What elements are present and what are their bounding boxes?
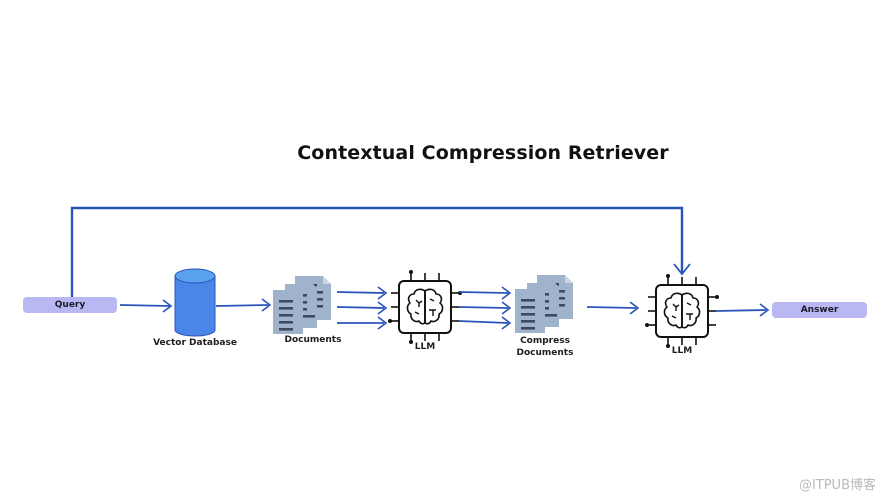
- compressed-document-stack-icon: [515, 275, 573, 333]
- diagram-title: Contextual Compression Retriever: [297, 142, 669, 164]
- query-node: Query: [23, 297, 117, 313]
- watermark: @ITPUB博客: [798, 478, 876, 493]
- compress-documents-label: Compress Documents: [500, 335, 590, 359]
- arrow-right-icon: [759, 303, 770, 317]
- arrow-right-icon: [162, 299, 173, 313]
- documents-label: Documents: [284, 335, 342, 345]
- llm-1-label: LLM: [414, 342, 436, 352]
- arrow-db-to-documents: [215, 304, 269, 307]
- compress-documents-line1: Compress: [520, 336, 570, 346]
- arrow-llm2-to-answer: [715, 309, 767, 312]
- arrowhead-down-icon: [673, 263, 691, 276]
- arrow-query-to-db: [119, 304, 171, 307]
- brain-chip-icon: [644, 273, 720, 349]
- vector-database-label: Vector Database: [153, 338, 237, 348]
- brain-chip-icon: [387, 269, 463, 345]
- query-to-llm2-connector: [70, 206, 684, 297]
- compress-documents-line2: Documents: [516, 348, 574, 358]
- arrow-compress-to-llm2: [586, 306, 637, 309]
- database-cylinder-icon: [174, 268, 216, 337]
- llm-2-label: LLM: [671, 346, 693, 356]
- document-stack-icon: [273, 276, 331, 334]
- arrows-documents-to-llm1: [336, 286, 388, 330]
- arrow-right-icon: [261, 298, 272, 312]
- arrows-llm1-to-compress: [458, 286, 512, 330]
- arrow-right-icon: [629, 301, 640, 315]
- answer-node: Answer: [772, 302, 867, 318]
